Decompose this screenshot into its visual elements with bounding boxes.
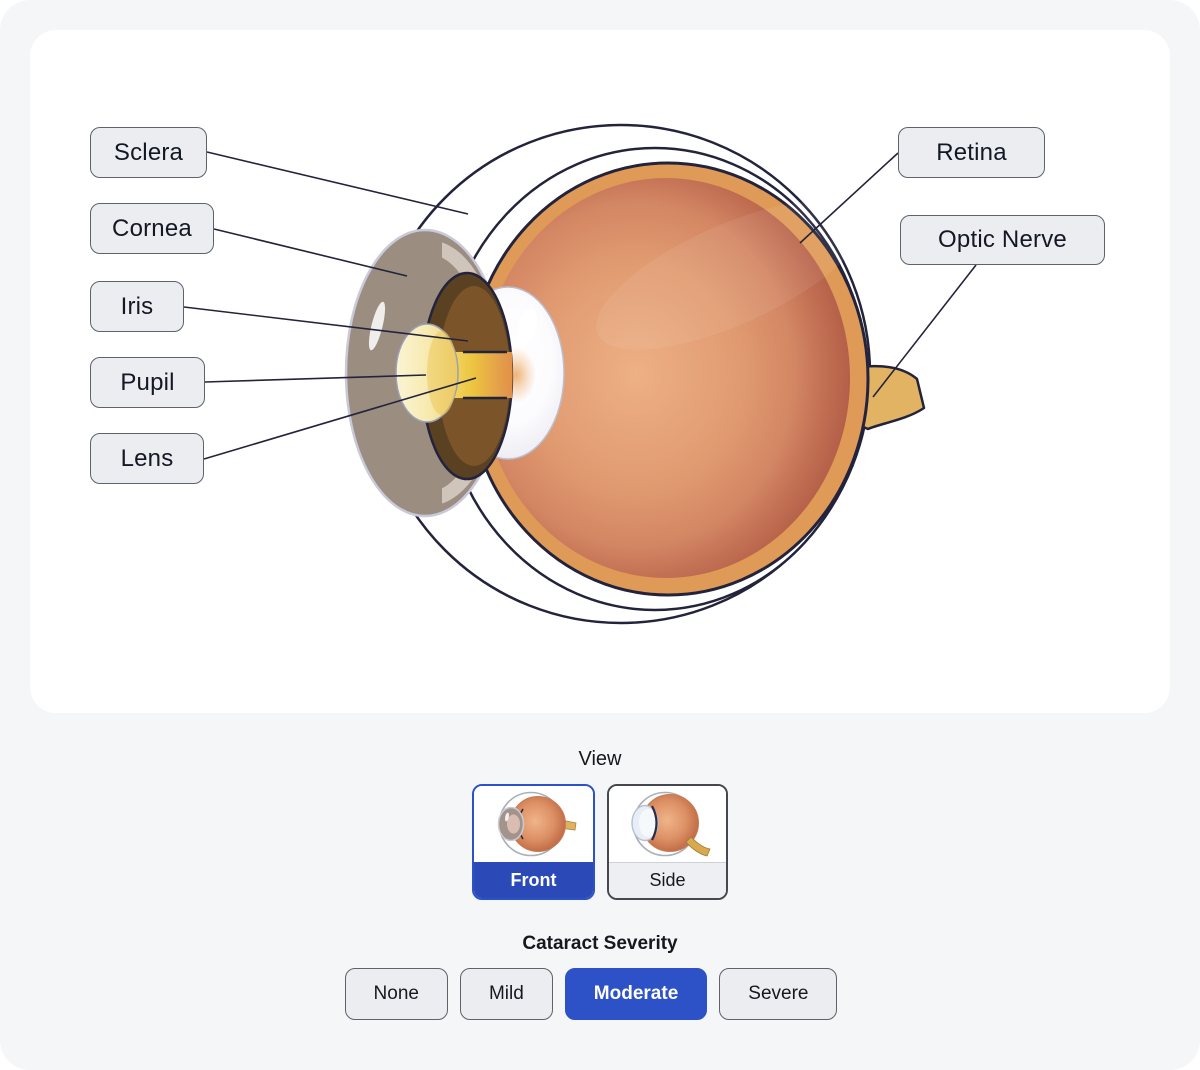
label-iris: Iris: [90, 281, 184, 332]
view-option-side[interactable]: Side: [607, 784, 728, 900]
view-section-title: View: [578, 748, 622, 770]
eye-diagram: [183, 123, 977, 625]
label-sclera: Sclera: [90, 127, 207, 178]
severity-none-button[interactable]: None: [344, 968, 448, 1020]
diagram-card: Sclera Cornea Iris Pupil Lens Retina Opt…: [30, 30, 1170, 713]
eyeball-shape: [466, 161, 870, 597]
label-lines: [183, 151, 977, 460]
side-eye-thumbnail: [609, 786, 726, 862]
label-pupil: Pupil: [90, 357, 205, 408]
side-eye-icon: [630, 791, 711, 857]
view-option-front[interactable]: Front: [472, 784, 595, 900]
view-selector: Front: [0, 784, 1200, 900]
front-eye-icon: [497, 791, 576, 857]
severity-moderate-button[interactable]: Moderate: [564, 968, 708, 1020]
label-retina: Retina: [898, 127, 1045, 178]
label-lens: Lens: [90, 433, 204, 484]
severity-selector: None Mild Moderate Severe: [0, 968, 1191, 1020]
severity-section-title: Cataract Severity: [522, 933, 678, 954]
severity-severe-button[interactable]: Severe: [719, 968, 838, 1020]
view-option-front-label: Front: [474, 862, 593, 898]
front-eye-thumbnail: [474, 786, 593, 862]
severity-mild-button[interactable]: Mild: [459, 968, 553, 1020]
label-optic-nerve: Optic Nerve: [900, 215, 1105, 265]
view-option-side-label: Side: [609, 862, 726, 898]
label-cornea: Cornea: [90, 203, 214, 254]
